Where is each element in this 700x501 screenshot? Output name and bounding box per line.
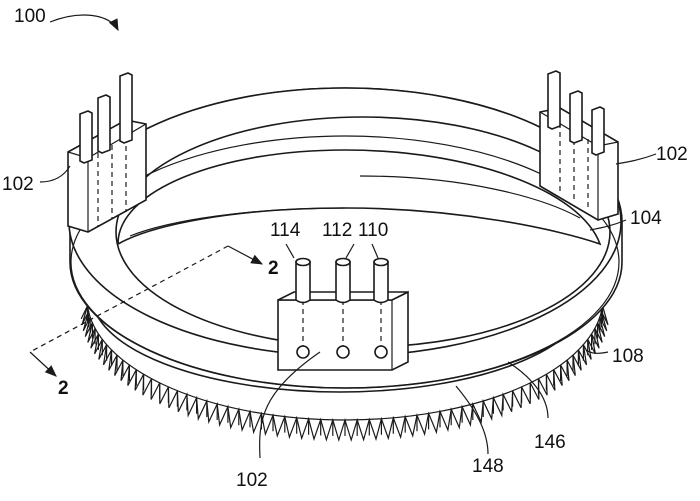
label-102-left: 102 xyxy=(2,174,34,195)
label-104: 104 xyxy=(630,208,662,229)
label-146: 146 xyxy=(534,432,566,453)
section-mark-lower: 2 xyxy=(58,378,69,399)
label-102-front: 102 xyxy=(236,470,268,491)
label-112: 112 xyxy=(322,220,352,241)
label-100: 100 xyxy=(14,6,46,27)
section-mark-upper: 2 xyxy=(268,258,279,279)
label-108: 108 xyxy=(612,346,644,367)
label-114: 114 xyxy=(270,220,301,241)
label-102-right: 102 xyxy=(656,144,688,165)
connector-front xyxy=(278,259,408,371)
label-110: 110 xyxy=(358,220,388,241)
label-148: 148 xyxy=(472,456,504,477)
